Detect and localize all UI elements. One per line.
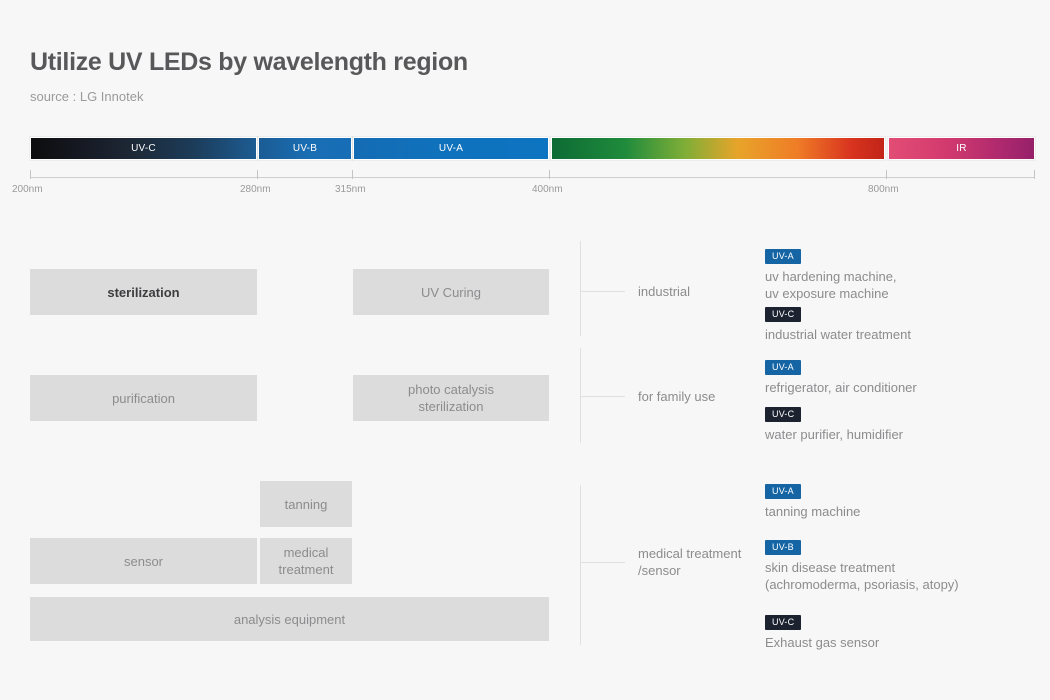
spectrum-band-uva-label: UV-A: [438, 143, 464, 154]
bracket-arm-industrial: [581, 291, 625, 292]
badge-uv-a: UV-A: [765, 249, 801, 264]
app-text-skin-disease-treatment: skin disease treatment (achromoderma, ps…: [765, 560, 959, 592]
badge-uv-c: UV-C: [765, 407, 802, 422]
bracket-stem-medical-sensor: [580, 485, 581, 645]
box-sensor: sensor: [30, 538, 257, 584]
box-uv-curing: UV Curing: [353, 269, 549, 315]
spectrum-band-visible: [551, 137, 885, 160]
axis-label-800nm: 800nm: [868, 184, 899, 195]
badge-uv-a: UV-A: [765, 360, 801, 375]
app-text-tanning-machine: tanning machine: [765, 504, 861, 519]
spectrum-band-uvb-label: UV-B: [292, 143, 318, 154]
axis-label-400nm: 400nm: [532, 184, 563, 195]
badge-uv-c: UV-C: [765, 615, 802, 630]
category-label-family-use: for family use: [638, 389, 716, 404]
app-entry-medical-uva: UV-A tanning machine: [765, 481, 860, 520]
bracket-stem-industrial: [580, 241, 581, 336]
box-sterilization: sterilization: [30, 269, 257, 315]
badge-uv-b: UV-B: [765, 540, 801, 555]
badge-uv-c: UV-C: [765, 307, 802, 322]
app-entry-industrial-uvc: UV-C industrial water treatment: [765, 304, 911, 343]
app-entry-medical-uvc: UV-C Exhaust gas sensor: [765, 612, 879, 651]
spectrum-band-uvc-label: UV-C: [131, 143, 156, 154]
category-label-industrial: industrial: [638, 284, 691, 299]
app-entry-medical-uvb: UV-B skin disease treatment (achromoderm…: [765, 537, 959, 593]
app-text-exhaust-gas-sensor: Exhaust gas sensor: [765, 635, 880, 650]
axis-label-200nm: 200nm: [12, 184, 43, 195]
spectrum-band-ir: IR: [888, 137, 1035, 160]
axis-tick-end: [1034, 170, 1035, 179]
axis-tick-280nm: [257, 170, 258, 179]
axis-label-280nm: 280nm: [240, 184, 271, 195]
spectrum-band-uvb: UV-B: [258, 137, 352, 160]
bracket-stem-family-use: [580, 348, 581, 443]
box-photo-catalysis: photo catalysis sterilization: [353, 375, 549, 421]
bracket-arm-family-use: [581, 396, 625, 397]
axis-tick-800nm: [886, 170, 887, 179]
bracket-arm-medical-sensor: [581, 562, 625, 563]
spectrum-band-uva: UV-A: [353, 137, 549, 160]
category-label-medical-sensor: medical treatment /sensor: [638, 546, 742, 578]
spectrum-band-ir-label: IR: [956, 143, 967, 154]
box-purification: purification: [30, 375, 257, 421]
header: Utilize UV LEDs by wavelength region sou…: [30, 46, 468, 105]
page-title: Utilize UV LEDs by wavelength region: [30, 48, 468, 76]
app-text-water-purifier-humidifier: water purifier, humidifier: [765, 427, 903, 442]
spectrum-band-uvc: UV-C: [30, 137, 257, 160]
source-label: source : LG Innotek: [30, 89, 144, 104]
app-text-industrial-water-treatment: industrial water treatment: [765, 327, 911, 342]
app-text-uv-hardening: uv hardening machine, uv exposure machin…: [765, 269, 897, 301]
box-tanning: tanning: [260, 481, 352, 527]
axis-tick-200nm: [30, 170, 31, 179]
wavelength-axis-line: [30, 177, 1035, 178]
app-entry-family-uvc: UV-C water purifier, humidifier: [765, 404, 903, 443]
axis-label-315nm: 315nm: [335, 184, 366, 195]
box-medical-treatment: medical treatment: [260, 538, 352, 584]
app-entry-family-uva: UV-A refrigerator, air conditioner: [765, 357, 917, 396]
axis-tick-315nm: [352, 170, 353, 179]
box-analysis-equipment: analysis equipment: [30, 597, 549, 641]
app-text-refrigerator-air-conditioner: refrigerator, air conditioner: [765, 380, 917, 395]
app-entry-industrial-uva: UV-A uv hardening machine, uv exposure m…: [765, 246, 897, 302]
badge-uv-a: UV-A: [765, 484, 801, 499]
axis-tick-400nm: [549, 170, 550, 179]
